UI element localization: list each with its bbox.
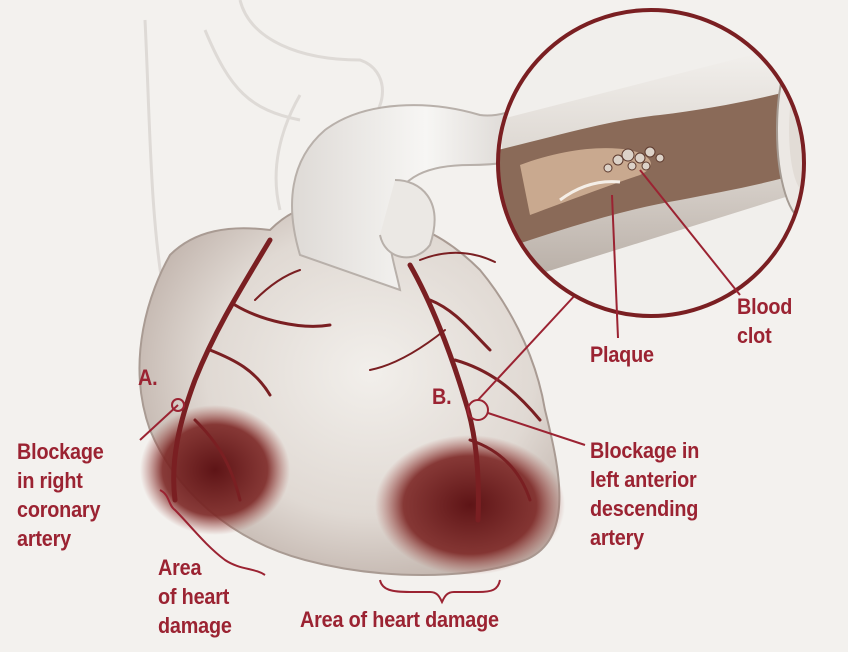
blockage-right-line: coronary bbox=[17, 495, 104, 524]
area-bottom-label: Area of heart damage bbox=[300, 605, 499, 634]
blockage-right-label: Blockage in right coronary artery bbox=[17, 437, 104, 553]
blockage-right-line: in right bbox=[17, 466, 104, 495]
blood-clot-line: Blood bbox=[737, 292, 792, 321]
blockage-left-line: artery bbox=[590, 523, 699, 552]
blood-clot-line: clot bbox=[737, 321, 792, 350]
marker-b-label: B. bbox=[432, 382, 451, 411]
damage-area-left bbox=[140, 405, 290, 535]
magnified-artery-inset bbox=[498, 10, 840, 316]
brace-area-bottom bbox=[380, 580, 500, 602]
area-left-line: damage bbox=[158, 611, 232, 640]
plaque-label: Plaque bbox=[590, 340, 654, 369]
blockage-left-line: left anterior bbox=[590, 465, 699, 494]
marker-a-label: A. bbox=[138, 363, 157, 392]
blood-clot-label: Blood clot bbox=[737, 292, 792, 350]
blockage-right-line: artery bbox=[17, 524, 104, 553]
blockage-right-line: Blockage bbox=[17, 437, 104, 466]
area-left-line: Area bbox=[158, 553, 232, 582]
damage-area-bottom bbox=[375, 435, 565, 575]
blockage-left-label: Blockage in left anterior descending art… bbox=[590, 436, 699, 552]
area-left-line: of heart bbox=[158, 582, 232, 611]
blockage-left-line: descending bbox=[590, 494, 699, 523]
area-left-label: Area of heart damage bbox=[158, 553, 232, 640]
blockage-left-line: Blockage in bbox=[590, 436, 699, 465]
